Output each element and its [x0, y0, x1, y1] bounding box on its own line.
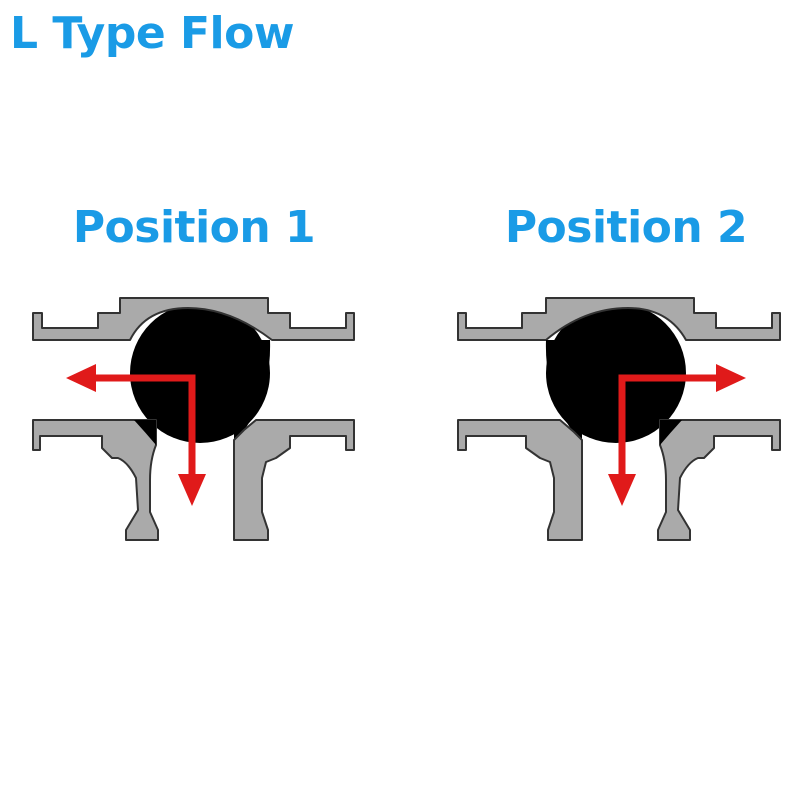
valve-position-2 — [457, 297, 781, 541]
flow-arrow-head-right-position-2 — [716, 364, 746, 392]
ball-band-position-2 — [545, 340, 582, 440]
ball-band-position-1 — [234, 340, 271, 440]
position-1-label: Position 1 — [72, 202, 316, 253]
flow-arrow-position-1 — [82, 374, 196, 475]
bottom-left-housing-position-1 — [32, 419, 159, 541]
bottom-left-housing-position-2 — [457, 419, 583, 541]
flow-arrow-position-2 — [618, 374, 716, 475]
bottom-right-housing-position-1 — [233, 419, 355, 541]
flow-arrow-head-left-position-1 — [66, 364, 96, 392]
top-housing-position-2 — [457, 297, 781, 341]
ball-lower-position-2 — [660, 420, 682, 445]
flow-arrow-head-down-position-1 — [178, 474, 206, 506]
position-2-label: Position 2 — [504, 202, 748, 253]
flow-arrow-head-down-position-2 — [608, 474, 636, 506]
bottom-right-housing-position-2 — [657, 419, 781, 541]
page-title: L Type Flow — [10, 8, 295, 59]
ball-lower-position-1 — [134, 420, 156, 445]
valve-position-1 — [32, 297, 355, 541]
top-housing-position-1 — [32, 297, 355, 341]
